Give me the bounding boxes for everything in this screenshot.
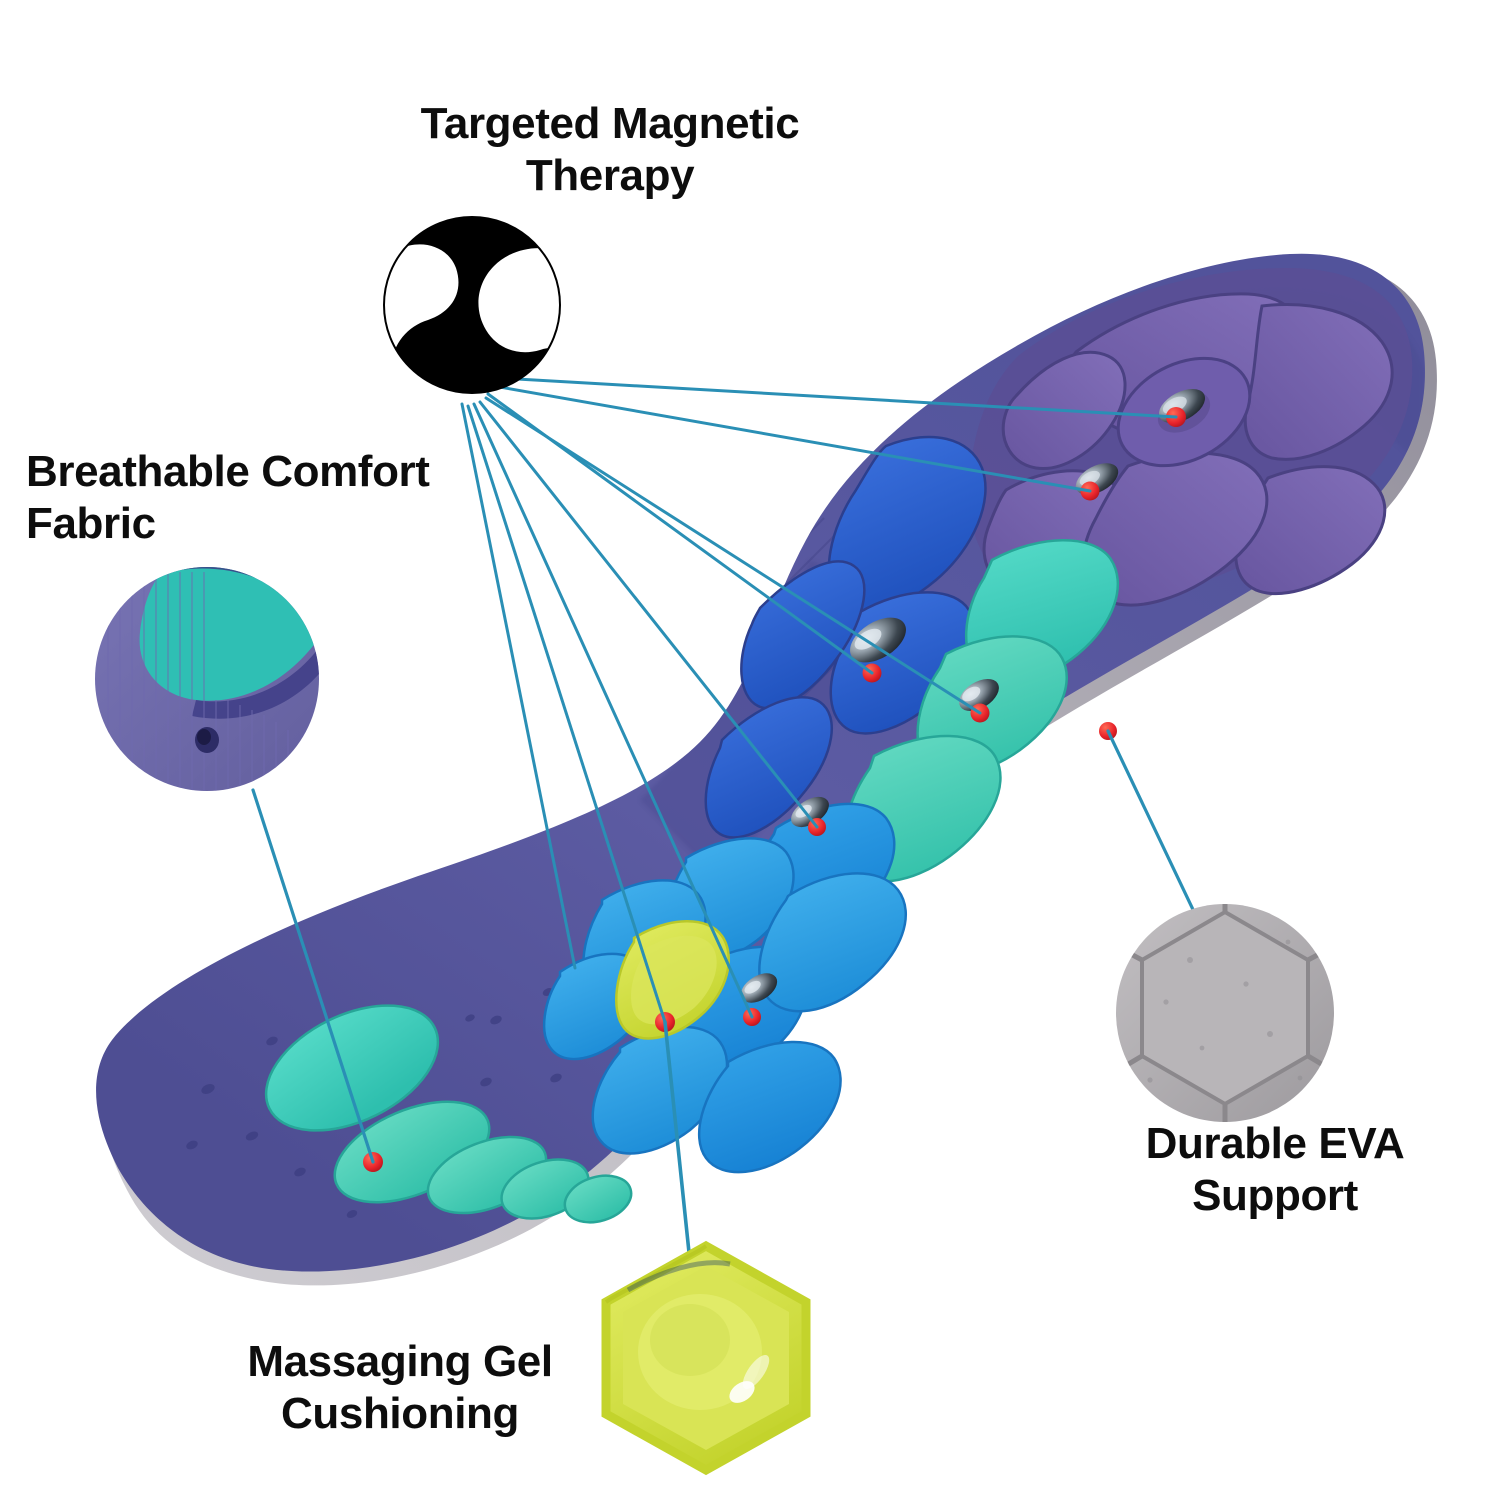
label-durable-eva-support: Durable EVA Support bbox=[1145, 1119, 1405, 1220]
toe-gel-pads bbox=[264, 1004, 633, 1224]
magnet-studs bbox=[740, 388, 1206, 1003]
eva-leader-line bbox=[1106, 729, 1199, 920]
massaging-gel-inset[interactable] bbox=[601, 1240, 811, 1476]
fabric-leader-line bbox=[251, 788, 375, 1164]
breathable-fabric-inset[interactable] bbox=[95, 554, 342, 800]
label-massaging-gel-cushioning: Massaging Gel Cushioning bbox=[247, 1337, 553, 1438]
hexagon-gel-pads bbox=[542, 539, 1120, 1174]
gel-leader-line bbox=[663, 1020, 692, 1264]
label-breathable-comfort-fabric: Breathable Comfort Fabric bbox=[26, 447, 430, 548]
heel-petal-pads bbox=[968, 268, 1413, 607]
label-targeted-magnetic-therapy: Targeted Magnetic Therapy bbox=[420, 99, 800, 200]
magnetic-therapy-inset[interactable] bbox=[350, 216, 580, 418]
magnetic-leader-fan bbox=[460, 376, 1178, 1024]
